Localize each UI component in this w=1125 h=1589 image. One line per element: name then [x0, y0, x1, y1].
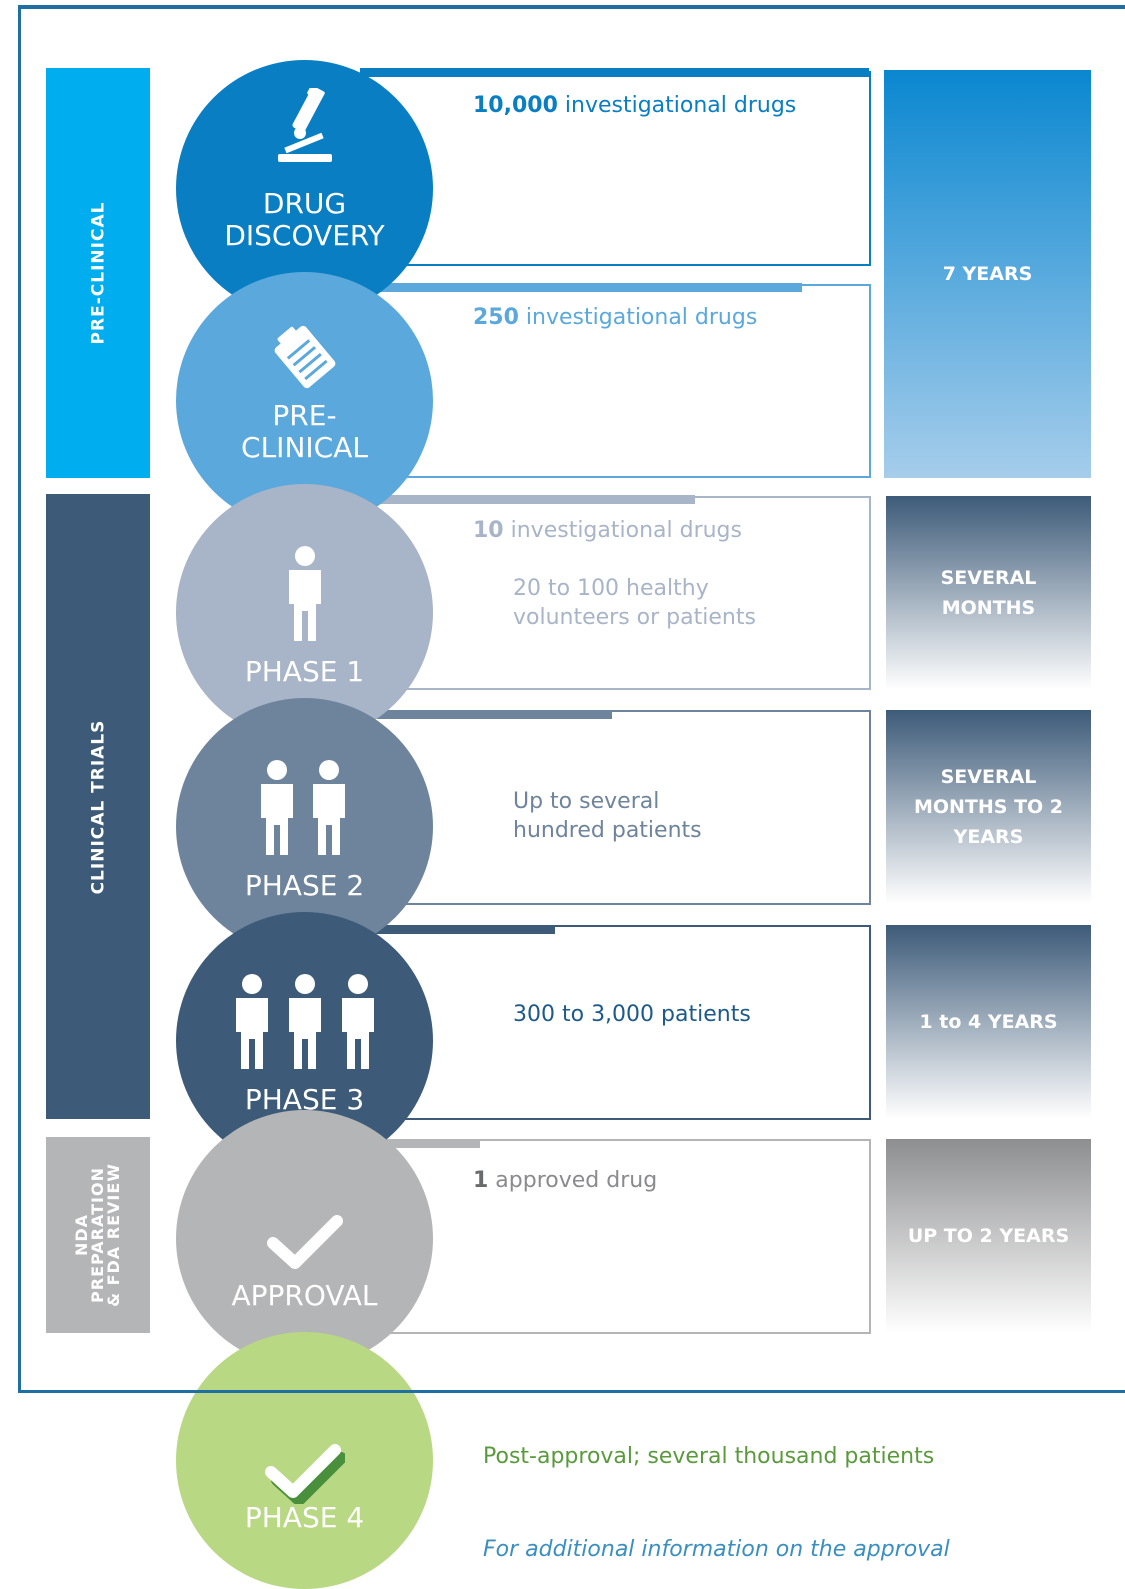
sidebar-nda-review: NDA PREPARATION & FDA REVIEW: [46, 1137, 150, 1333]
stage-circle-approval: APPROVAL: [176, 1110, 433, 1367]
stage-bar-discovery: [360, 68, 869, 77]
stage-box-preclinical: [360, 284, 871, 478]
phase1-title: PHASE 1: [244, 655, 365, 688]
phase3-description: 300 to 3,000 patients: [513, 1002, 751, 1027]
stage-bar-phase3: [360, 925, 555, 934]
sidebar-clinical-label: CLINICAL TRIALS: [88, 719, 109, 894]
approval-count: 1 approved drug: [473, 1168, 658, 1193]
duration-phase3: 1 to 4 YEARS: [886, 925, 1091, 1119]
duration-preclinical: 7 YEARS: [884, 70, 1091, 478]
sidebar-preclinical: PRE-CLINICAL: [46, 68, 150, 478]
sidebar-clinical-trials: CLINICAL TRIALS: [46, 494, 150, 1119]
stage-bar-approval: [360, 1139, 480, 1148]
frame-bottom-border: [18, 1390, 1125, 1393]
two-people-icon: [176, 760, 433, 855]
person-icon: [176, 546, 433, 641]
duration-approval: UP TO 2 YEARS: [886, 1139, 1091, 1333]
preclinical-title: PRE-CLINICAL: [241, 399, 368, 464]
stage-box-approval: [360, 1139, 871, 1334]
phase4-title: PHASE 4: [244, 1501, 365, 1534]
duration-approval-label: UP TO 2 YEARS: [907, 1225, 1070, 1247]
stage-bar-phase1: [360, 495, 695, 504]
microscope-icon: [176, 88, 433, 168]
stage-bar-phase2: [360, 710, 612, 719]
clipboard-icon: [176, 317, 433, 397]
duration-preclinical-label: 7 YEARS: [942, 263, 1033, 285]
phase2-title: PHASE 2: [244, 869, 365, 902]
checkmark-icon: [176, 1444, 433, 1504]
stage-box-phase3: [360, 925, 871, 1120]
footer-note: For additional information on the approv…: [483, 1537, 950, 1562]
phase1-count: 10 investigational drugs: [473, 518, 742, 543]
preclinical-count: 250 investigational drugs: [473, 305, 758, 330]
sidebar-nda-line3: & FDA REVIEW: [104, 1163, 124, 1307]
three-people-icon: [176, 974, 433, 1069]
approval-title: APPROVAL: [231, 1279, 378, 1312]
stage-box-phase2: [360, 710, 871, 905]
phase4-description: Post-approval; several thousand patients: [483, 1444, 935, 1469]
stage-bar-preclinical: [360, 283, 802, 292]
sidebar-preclinical-label: PRE-CLINICAL: [88, 201, 108, 345]
checkmark-icon: [176, 1215, 433, 1271]
stage-circle-phase4: PHASE 4: [176, 1332, 433, 1589]
sidebar-nda-label: NDA PREPARATION & FDA REVIEW: [72, 1163, 124, 1307]
duration-phase3-label: 1 to 4 YEARS: [919, 1011, 1058, 1033]
discovery-count: 10,000 investigational drugs: [473, 93, 797, 118]
